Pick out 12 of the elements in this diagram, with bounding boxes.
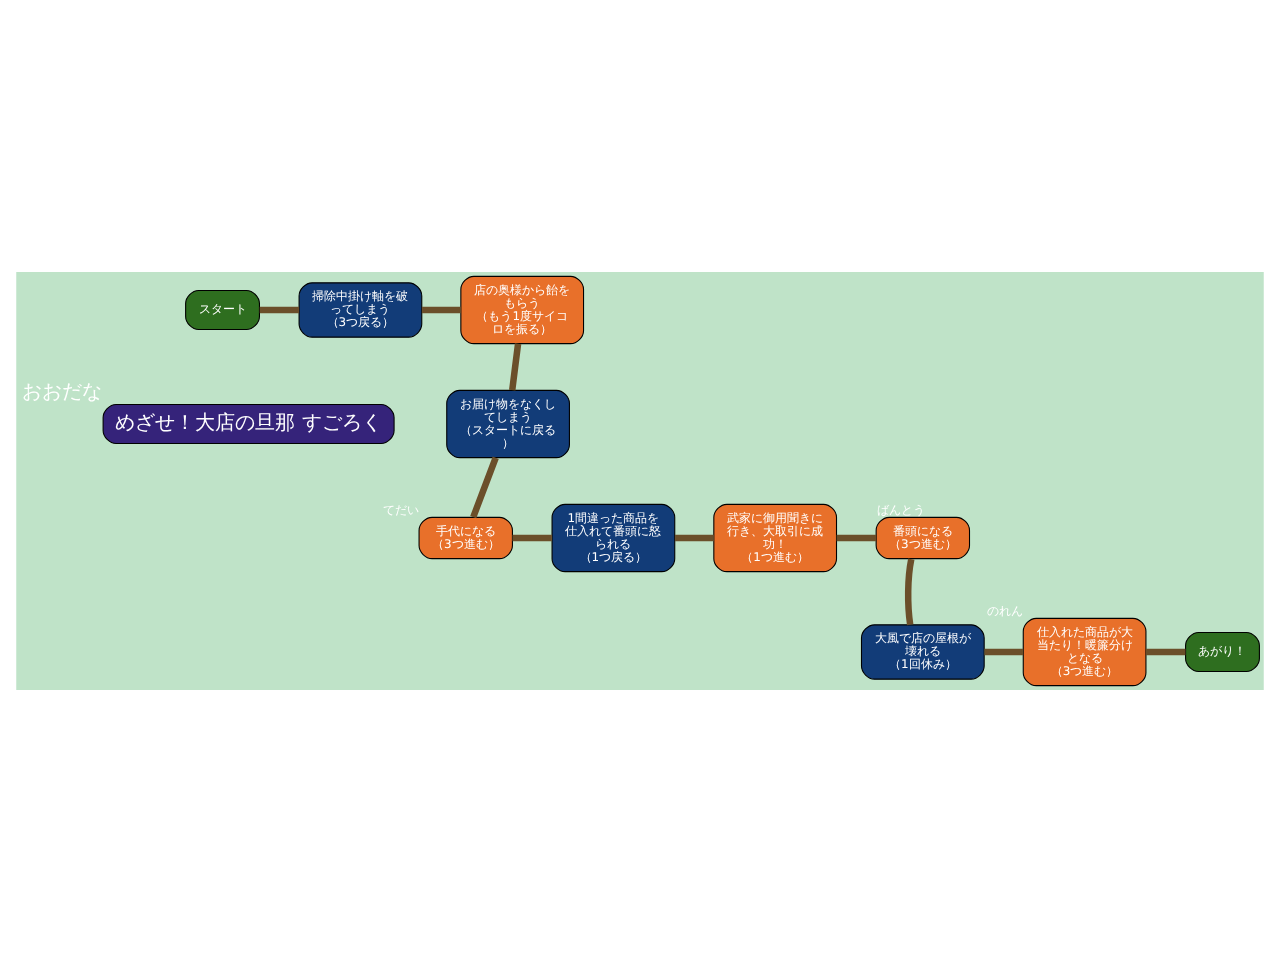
connector xyxy=(1146,647,1186,655)
connector xyxy=(675,533,714,541)
node-label: おおだな xyxy=(21,381,102,404)
connector xyxy=(512,533,552,541)
connector xyxy=(509,342,522,390)
connector xyxy=(259,305,300,313)
connector xyxy=(836,533,876,541)
node-box: めざせ！大店の旦那 すごろく xyxy=(102,402,395,444)
connector xyxy=(904,557,915,625)
connector xyxy=(984,647,1024,655)
connector xyxy=(422,305,461,313)
connector xyxy=(470,455,499,518)
